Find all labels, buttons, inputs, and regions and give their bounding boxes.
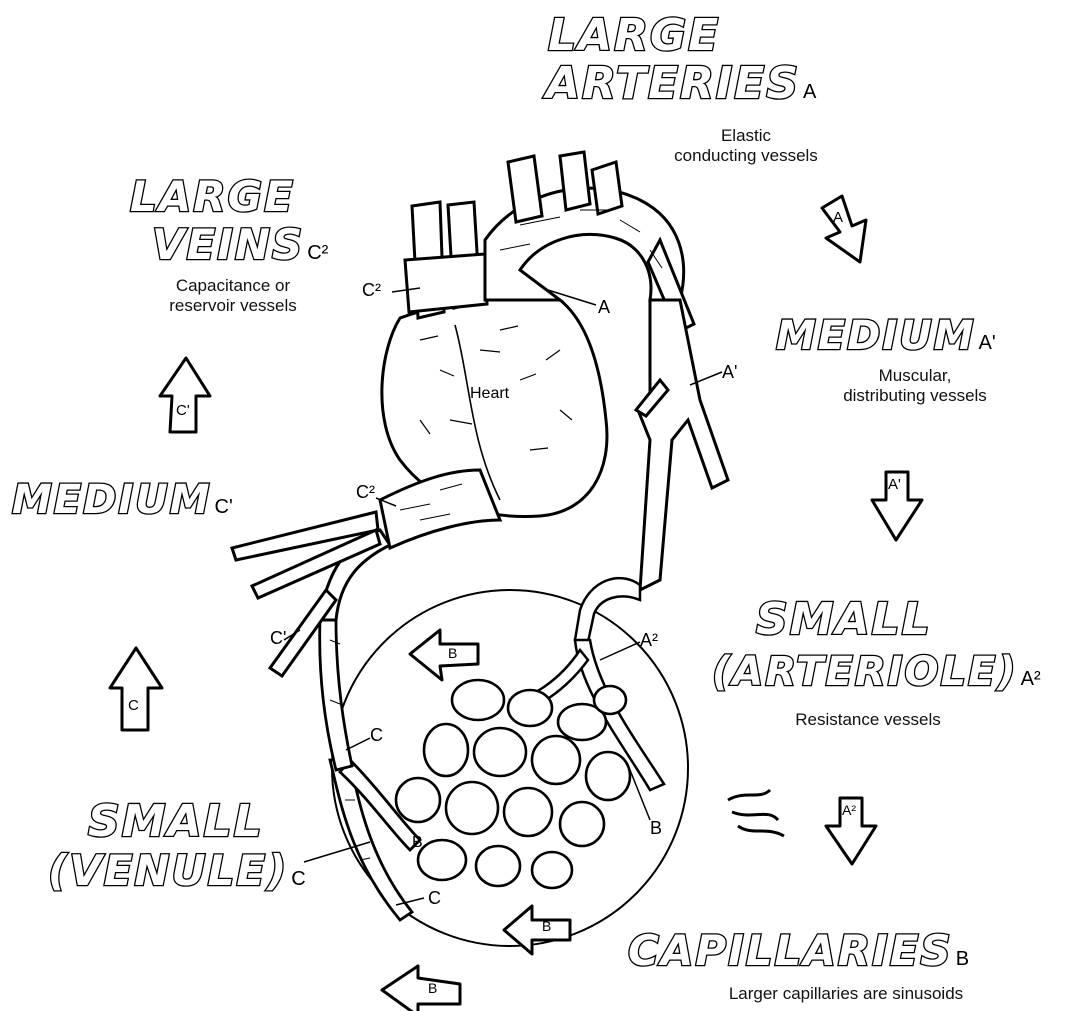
medium-veins-tag: C': [215, 496, 233, 518]
small-arteriole-line1: SMALL: [756, 598, 932, 642]
large-arteries-desc-line2: conducting vessels: [636, 146, 856, 166]
arrow-b3-label: B: [428, 980, 437, 996]
label-b-right: B: [650, 818, 662, 839]
capillaries-title: CAPILLARIES: [628, 926, 953, 975]
label-b-left: B: [412, 834, 423, 852]
arrow-a1-label: A': [888, 476, 901, 493]
capillaries-desc: Larger capillaries are sinusoids: [656, 984, 1036, 1004]
medium-veins-title: MEDIUM: [12, 477, 212, 523]
medium-artery: [636, 300, 728, 590]
heart-label: Heart: [470, 385, 509, 403]
small-venule-line1: SMALL: [88, 800, 264, 844]
arrow-b1-label: B: [448, 645, 457, 661]
medium-arteries-desc-line2: distributing vessels: [800, 386, 1030, 406]
arrow-b2-label: B: [542, 918, 551, 934]
large-arteries-line1: LARGE: [548, 14, 720, 58]
arrow-b3-icon: [382, 966, 460, 1011]
small-venule-heading: (VENULE)C: [48, 850, 306, 892]
capillary-network: [396, 680, 630, 888]
large-veins-line2: VEINS: [152, 220, 304, 269]
label-a2: A²: [640, 630, 658, 651]
small-arteriole-line2: (ARTERIOLE): [712, 649, 1018, 695]
arrow-a-icon: [822, 196, 866, 262]
medium-arteries-tag: A': [979, 332, 996, 354]
large-arteries-tag: A: [803, 81, 816, 103]
label-a: A: [598, 297, 610, 318]
arrow-c-label: C: [128, 697, 139, 714]
medium-arteries-title: MEDIUM: [776, 313, 976, 359]
small-arteriole-desc: Resistance vessels: [748, 710, 988, 730]
medium-arteries-desc: Muscular, distributing vessels: [800, 366, 1030, 405]
vena-cava-top: [405, 202, 487, 318]
large-veins-desc-line1: Capacitance or: [128, 276, 338, 296]
large-veins-desc-line2: reservoir vessels: [128, 296, 338, 316]
large-veins-line1: LARGE: [130, 176, 295, 218]
large-veins-desc: Capacitance or reservoir vessels: [128, 276, 338, 315]
label-c-upper: C: [370, 725, 383, 746]
small-arteriole-tag: A²: [1021, 668, 1041, 690]
medium-arteries-desc-line1: Muscular,: [800, 366, 1030, 386]
large-arteries-desc: Elastic conducting vessels: [636, 126, 856, 165]
label-c2-top: C²: [362, 280, 381, 301]
small-arteriole-heading: (ARTERIOLE)A²: [712, 652, 1041, 692]
large-arteries-line2: ARTERIES: [546, 58, 800, 109]
label-a1: A': [722, 362, 737, 383]
label-c-lower: C: [428, 888, 441, 909]
capillaries-tag: B: [956, 948, 969, 970]
label-c2-mid: C²: [356, 482, 375, 503]
arrow-b1-icon: [410, 630, 478, 680]
large-arteries-desc-line1: Elastic: [636, 126, 856, 146]
leader-c-upper: [346, 738, 370, 750]
leader-a2: [600, 642, 640, 660]
label-c1: C': [270, 628, 286, 649]
arrow-c1-label: C': [176, 402, 190, 419]
large-veins-tag: C²: [307, 242, 328, 264]
small-venule-tag: C: [291, 868, 305, 890]
squiggle-icon: [728, 790, 784, 836]
arrow-a-label: A: [833, 209, 843, 226]
arrow-c-icon: [110, 648, 162, 730]
arrow-c1-icon: [160, 358, 210, 432]
venule: [320, 620, 420, 920]
arrow-a2-label: A²: [842, 802, 856, 818]
small-venule-line2: (VENULE): [48, 846, 288, 895]
